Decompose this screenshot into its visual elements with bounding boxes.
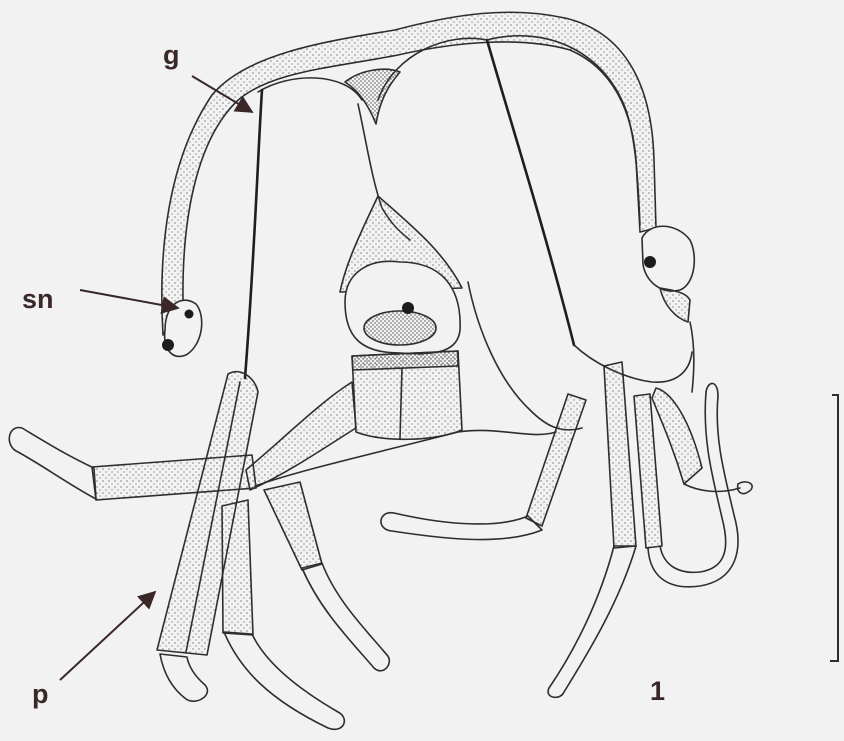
label-sn: sn <box>22 284 54 314</box>
label-p-arrow <box>60 592 155 680</box>
rhopalium-eye <box>185 310 194 319</box>
tentacle-knot <box>684 482 752 494</box>
central-rhopalium-group <box>340 196 462 439</box>
left-pocket-line <box>245 90 262 378</box>
tentacle <box>548 546 636 697</box>
right-pocket-lower <box>574 345 692 382</box>
pedalium <box>604 362 636 548</box>
pocket-junction <box>345 69 400 124</box>
rhopalium-eye <box>162 339 174 351</box>
pedalium <box>652 388 702 484</box>
statocyst-region <box>364 311 436 345</box>
tentacle-tip <box>706 383 718 396</box>
label-p: p <box>32 679 49 709</box>
tentacle <box>9 428 96 499</box>
figure-number: 1 <box>650 676 665 706</box>
tentacle <box>381 513 542 540</box>
scale-bar <box>830 394 838 662</box>
right-pocket-line <box>487 40 574 345</box>
tentacle <box>224 632 344 729</box>
tentacle <box>302 563 389 671</box>
label-g: g <box>163 40 180 70</box>
rhopalium-eye <box>644 256 656 268</box>
rhopalium-niche <box>660 288 690 322</box>
niche-band <box>352 351 458 370</box>
bell-lower-left <box>246 382 356 490</box>
pedalium <box>264 482 322 570</box>
pedalium <box>634 394 662 548</box>
tentacle <box>160 654 207 701</box>
rhopalium-eye <box>402 302 414 314</box>
